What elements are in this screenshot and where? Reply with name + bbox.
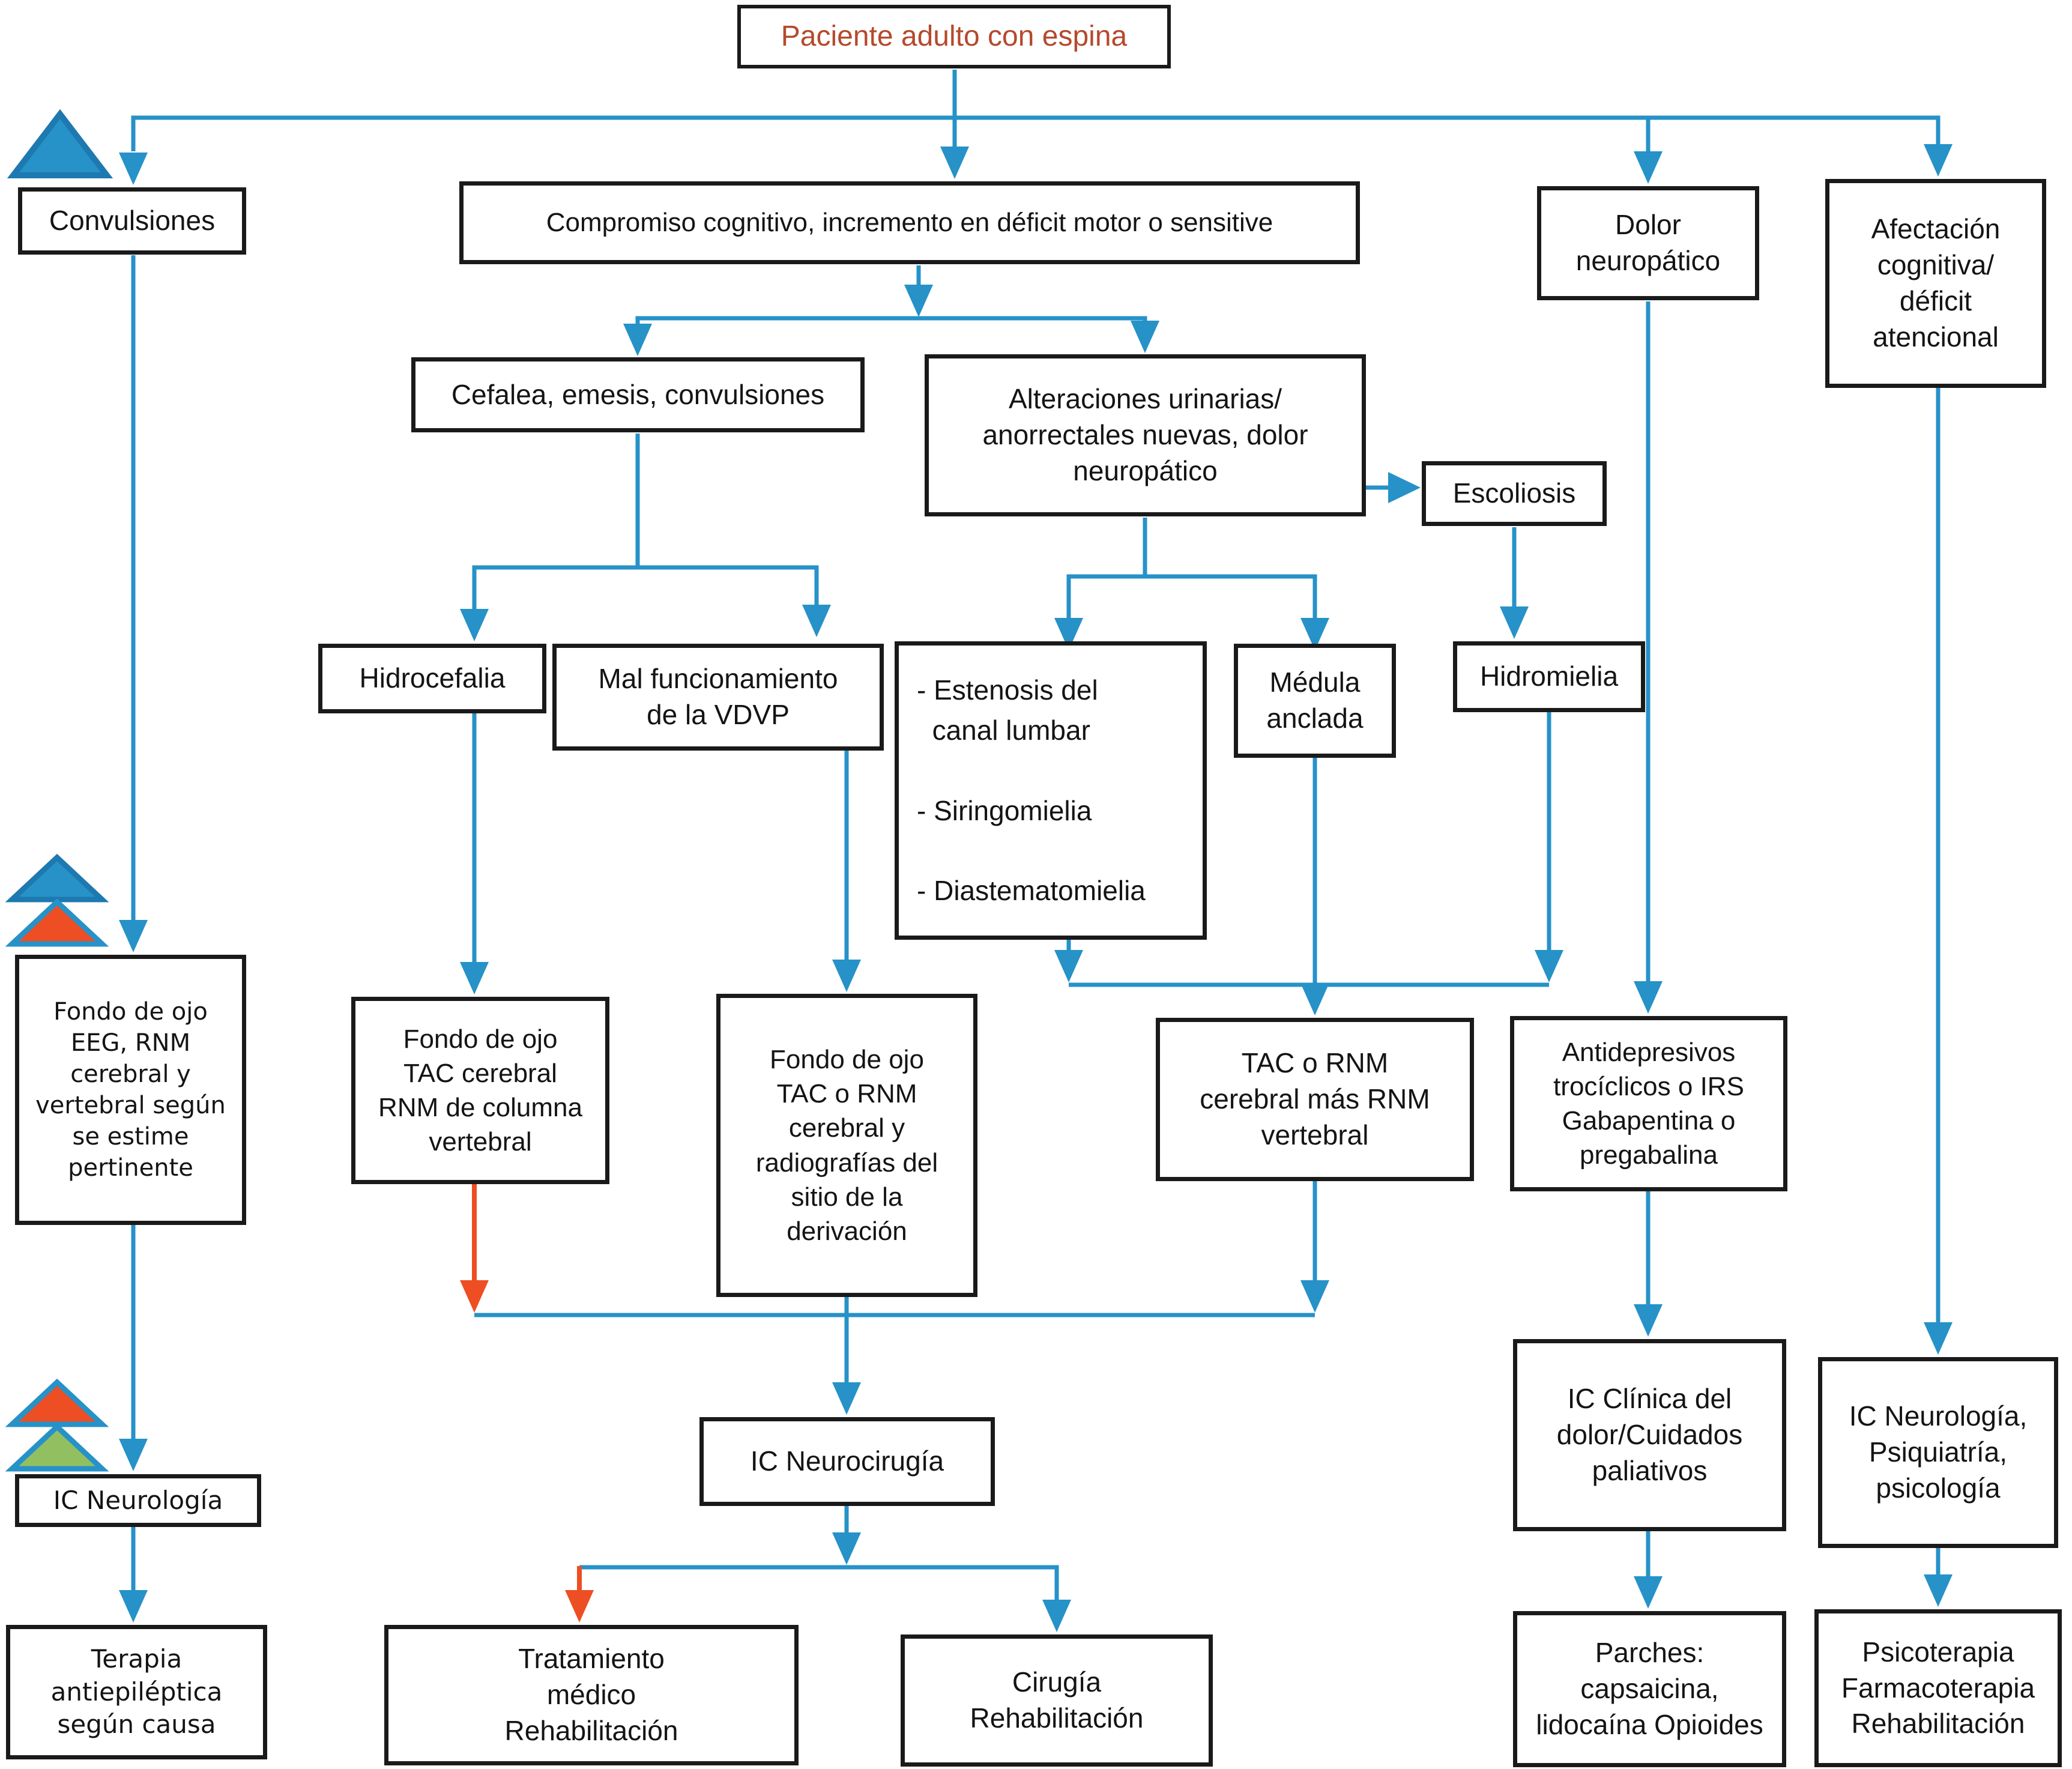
node-hidromielia: Hidromielia: [1453, 641, 1645, 712]
node-antidepresivos: Antidepresivos trocíclicos o IRS Gabapen…: [1510, 1016, 1787, 1191]
node-fondo-ojo-eeg: Fondo de ojo EEG, RNM cerebral y vertebr…: [15, 955, 246, 1225]
node-escoliosis-label: Escoliosis: [1452, 477, 1576, 509]
node-hidrocefalia-label: Hidrocefalia: [359, 662, 506, 694]
node-vdvp-label: Mal funcionamiento de la VDVP: [598, 663, 838, 730]
node-estenosis-list: - Estenosis del canal lumbar - Siringomi…: [895, 641, 1207, 940]
node-ic-neurologia: IC Neurología: [15, 1474, 261, 1527]
node-compromiso: Compromiso cognitivo, incremento en défi…: [459, 181, 1360, 264]
node-psicoterapia-label: Psicoterapia Farmacoterapia Rehabilitaci…: [1841, 1636, 2035, 1740]
node-medula-anclada: Médula anclada: [1234, 644, 1396, 758]
node-ic-neuro-psiquiatria: IC Neurología, Psiquiatría, psicología: [1818, 1357, 2058, 1548]
node-ic-clinica-dolor: IC Clínica del dolor/Cuidados paliativos: [1513, 1339, 1786, 1531]
node-tac-rnm-vertebral: TAC o RNM cerebral más RNM vertebral: [1156, 1018, 1474, 1181]
node-fondo-ojo-tac-rnm-label: Fondo de ojo TAC o RNM cerebral y radiog…: [755, 1044, 938, 1246]
node-afectacion-cognitiva: Afectación cognitiva/ déficit atencional: [1825, 179, 2046, 388]
node-ic-neuro-psiquiatria-label: IC Neurología, Psiquiatría, psicología: [1849, 1400, 2028, 1504]
node-vdvp: Mal funcionamiento de la VDVP: [552, 644, 884, 751]
node-dolor-neuropatico-label: Dolor neuropático: [1575, 209, 1721, 276]
node-convulsiones-label: Convulsiones: [49, 205, 216, 237]
node-afectacion-cognitiva-label: Afectación cognitiva/ déficit atencional: [1871, 213, 2001, 352]
node-estenosis-list-label: - Estenosis del canal lumbar - Siringomi…: [917, 674, 1146, 906]
node-ic-neurologia-label: IC Neurología: [53, 1485, 223, 1515]
node-cirugia-rehabilitacion-label: Cirugía Rehabilitación: [970, 1666, 1144, 1734]
node-hidrocefalia: Hidrocefalia: [318, 644, 546, 713]
node-fondo-ojo-tac-cerebral: Fondo de ojo TAC cerebral RNM de columna…: [351, 997, 609, 1184]
node-medula-anclada-label: Médula anclada: [1266, 667, 1364, 734]
node-cefalea: Cefalea, emesis, convulsiones: [411, 357, 865, 432]
red-connector-lines: [472, 1184, 582, 1591]
legend-triangle-blue-1: [7, 109, 113, 178]
red-arrowheads: [460, 1280, 594, 1622]
blue-connector-lines: [131, 70, 1941, 1603]
node-ic-neurocirugia-label: IC Neurocirugía: [750, 1445, 944, 1477]
node-tratamiento-medico: Tratamiento médico Rehabilitación: [384, 1625, 799, 1765]
node-cirugia-rehabilitacion: Cirugía Rehabilitación: [901, 1634, 1213, 1767]
node-ic-neurocirugia: IC Neurocirugía: [699, 1417, 995, 1506]
node-hidromielia-label: Hidromielia: [1479, 661, 1619, 692]
node-psicoterapia: Psicoterapia Farmacoterapia Rehabilitaci…: [1814, 1609, 2062, 1767]
node-cefalea-label: Cefalea, emesis, convulsiones: [451, 378, 825, 410]
node-dolor-neuropatico: Dolor neuropático: [1537, 186, 1759, 300]
node-title-label: Paciente adulto con espina: [781, 20, 1128, 52]
node-escoliosis: Escoliosis: [1422, 461, 1607, 526]
legend-triangle-red-1: [5, 898, 109, 947]
node-fondo-ojo-eeg-label: Fondo de ojo EEG, RNM cerebral y vertebr…: [35, 998, 226, 1182]
legend-triangle-red-2: [5, 1378, 109, 1427]
node-parches-label: Parches: capsaicina, lidocaína Opioides: [1536, 1637, 1763, 1740]
node-compromiso-label: Compromiso cognitivo, incremento en défi…: [546, 208, 1273, 238]
node-ic-clinica-dolor-label: IC Clínica del dolor/Cuidados paliativos: [1556, 1383, 1743, 1486]
node-parches: Parches: capsaicina, lidocaína Opioides: [1513, 1611, 1786, 1767]
node-convulsiones: Convulsiones: [18, 187, 246, 255]
node-fondo-ojo-tac-rnm: Fondo de ojo TAC o RNM cerebral y radiog…: [716, 994, 977, 1297]
node-title: Paciente adulto con espina: [737, 5, 1171, 68]
node-terapia-antiepileptica: Terapia antiepiléptica según causa: [6, 1625, 267, 1759]
node-antidepresivos-label: Antidepresivos trocíclicos o IRS Gabapen…: [1553, 1037, 1744, 1170]
node-alteraciones: Alteraciones urinarias/ anorrectales nue…: [925, 354, 1366, 516]
node-fondo-ojo-tac-cerebral-label: Fondo de ojo TAC cerebral RNM de columna…: [378, 1024, 582, 1157]
node-tratamiento-medico-label: Tratamiento médico Rehabilitación: [504, 1643, 678, 1746]
node-alteraciones-label: Alteraciones urinarias/ anorrectales nue…: [982, 383, 1308, 486]
legend-triangle-green-1: [5, 1423, 109, 1472]
legend-triangle-blue-2: [5, 853, 109, 903]
node-terapia-antiepileptica-label: Terapia antiepiléptica según causa: [50, 1644, 223, 1740]
node-tac-rnm-vertebral-label: TAC o RNM cerebral más RNM vertebral: [1200, 1047, 1430, 1151]
